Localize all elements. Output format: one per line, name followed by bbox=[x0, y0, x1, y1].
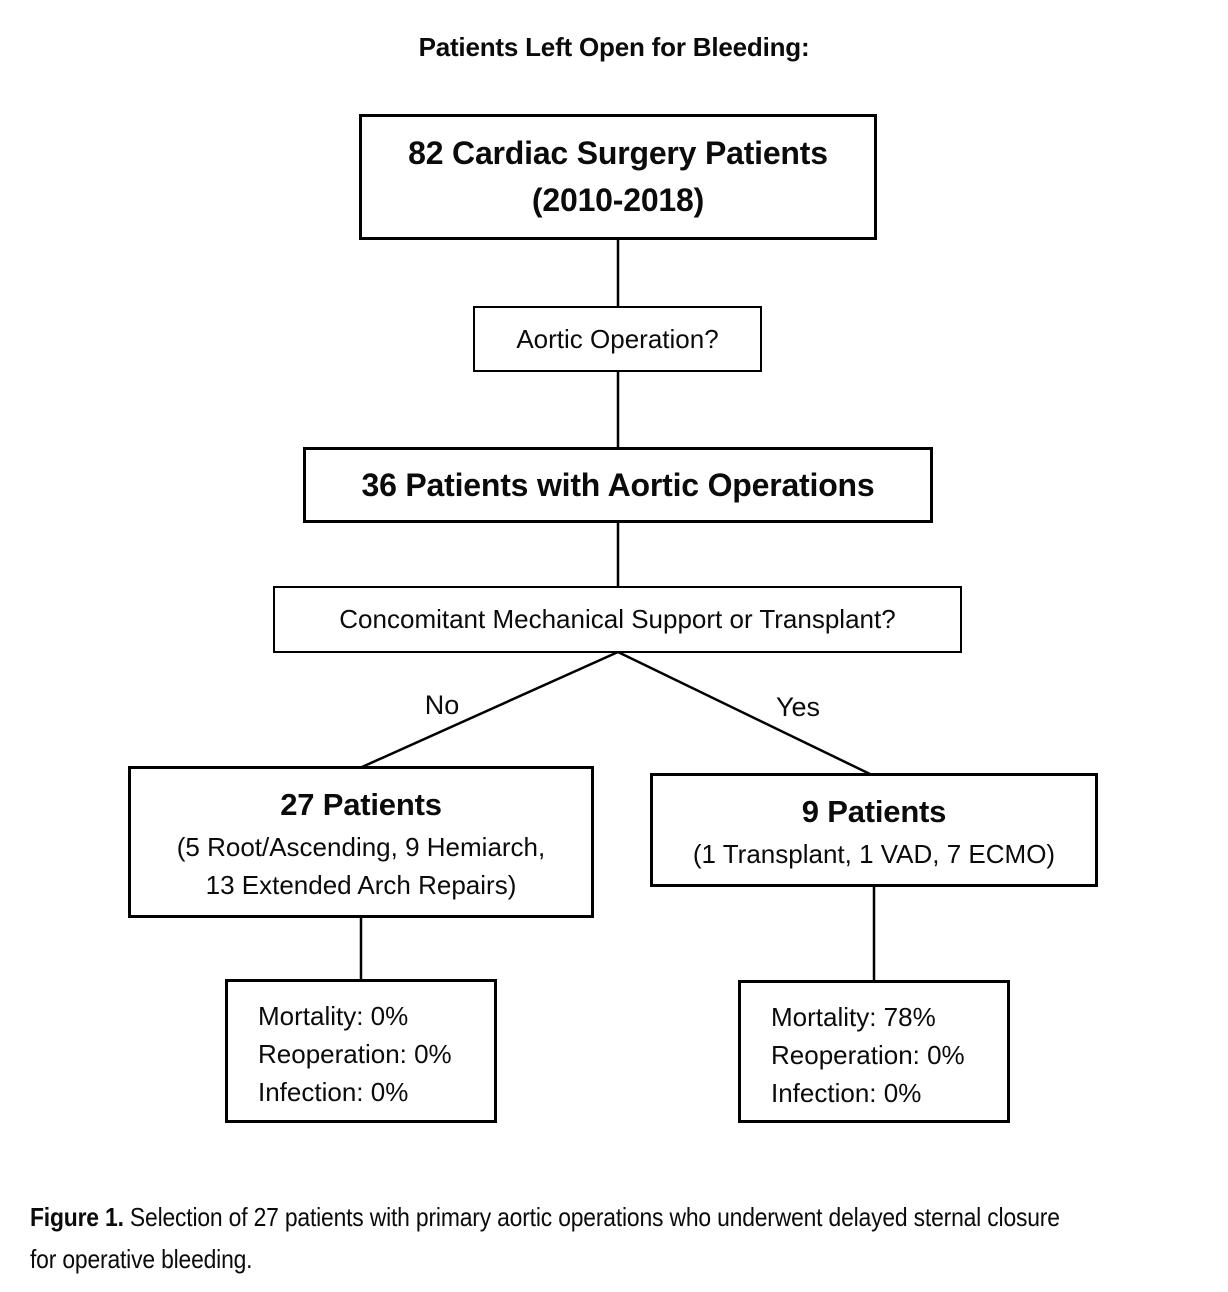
node-cohort-box: 82 Cardiac Surgery Patients (2010-2018) bbox=[359, 114, 877, 240]
connector-branch-yes-diagonal bbox=[617, 650, 873, 777]
node-9-patients-box: 9 Patients (1 Transplant, 1 VAD, 7 ECMO) bbox=[650, 773, 1098, 887]
figure-caption-label: Figure 1. bbox=[30, 1202, 124, 1232]
branch-label-no: No bbox=[424, 690, 460, 720]
node-no-outcome-box: Mortality: 0% Reoperation: 0% Infection:… bbox=[225, 979, 497, 1123]
no-outcome-reoperation: Reoperation: 0% bbox=[258, 1039, 452, 1069]
node-question-aortic-operation: Aortic Operation? bbox=[473, 306, 762, 372]
aortic-text: 36 Patients with Aortic Operations bbox=[361, 467, 875, 503]
no-outcome-infection: Infection: 0% bbox=[258, 1077, 409, 1107]
yes-outcome-mortality: Mortality: 78% bbox=[771, 1002, 936, 1032]
no-box-detail-line2: 13 Extended Arch Repairs) bbox=[205, 870, 517, 900]
connector-branch-no-diagonal bbox=[361, 650, 619, 769]
node-aortic-operations-box: 36 Patients with Aortic Operations bbox=[303, 447, 933, 523]
branch-label-yes: Yes bbox=[775, 692, 821, 722]
no-outcome-mortality: Mortality: 0% bbox=[258, 1001, 409, 1031]
no-box-detail-line1: (5 Root/Ascending, 9 Hemiarch, bbox=[176, 832, 546, 862]
yes-outcome-reoperation: Reoperation: 0% bbox=[771, 1040, 965, 1070]
node-27-patients-box: 27 Patients (5 Root/Ascending, 9 Hemiarc… bbox=[128, 766, 594, 918]
node-question-mechanical-support: Concomitant Mechanical Support or Transp… bbox=[273, 586, 962, 653]
yes-box-title: 9 Patients bbox=[801, 794, 947, 829]
figure-caption-line1: Selection of 27 patients with primary ao… bbox=[129, 1202, 1060, 1232]
cohort-line2: (2010-2018) bbox=[531, 182, 705, 218]
no-box-title: 27 Patients bbox=[280, 787, 442, 822]
cohort-line1: 82 Cardiac Surgery Patients bbox=[408, 135, 828, 171]
question1-text: Aortic Operation? bbox=[516, 323, 719, 354]
figure-caption: Figure 1.Selection of 27 patients with p… bbox=[30, 1196, 1228, 1280]
yes-outcome-infection: Infection: 0% bbox=[771, 1078, 922, 1108]
figure-title: Patients Left Open for Bleeding: bbox=[418, 32, 810, 62]
figure-caption-line2: for operative bleeding. bbox=[30, 1244, 253, 1274]
node-yes-outcome-box: Mortality: 78% Reoperation: 0% Infection… bbox=[738, 980, 1010, 1123]
yes-box-detail-line1: (1 Transplant, 1 VAD, 7 ECMO) bbox=[692, 839, 1056, 869]
question2-text: Concomitant Mechanical Support or Transp… bbox=[339, 604, 896, 634]
